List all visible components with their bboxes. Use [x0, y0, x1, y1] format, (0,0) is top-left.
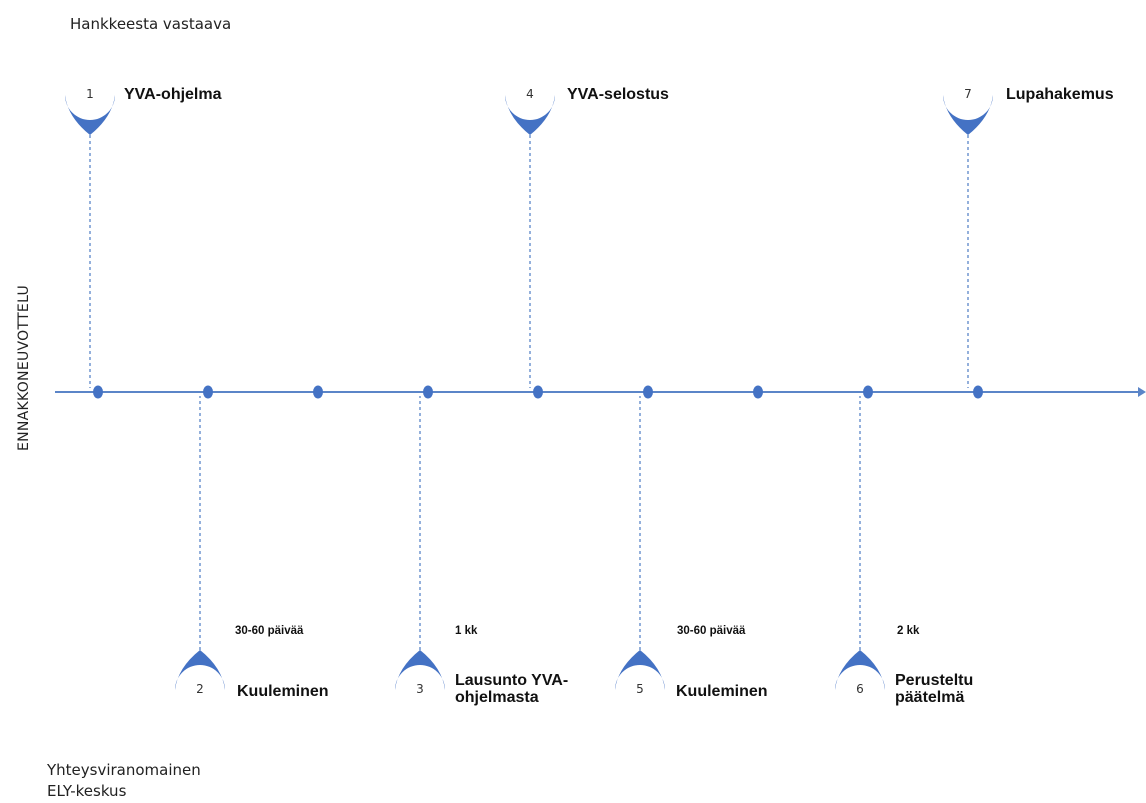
pins — [65, 77, 993, 708]
step-7-number: 7 — [964, 87, 972, 101]
duration-paatelma: 2 kk — [897, 625, 920, 637]
step-6-title: Perusteltu päätelmä — [895, 672, 973, 706]
step-3-marker-center — [402, 672, 438, 708]
step-2-marker-center — [182, 672, 218, 708]
step-6-number: 6 — [856, 682, 864, 696]
step-6-marker — [835, 650, 885, 690]
step-6-marker-center — [842, 672, 878, 708]
step-4-marker-center — [512, 77, 548, 113]
timeline-dot-2 — [203, 385, 213, 399]
timeline-dot-8 — [863, 385, 873, 399]
step-6-title-line1: Perusteltu — [895, 672, 974, 689]
timeline-dot-3 — [313, 385, 323, 399]
bottom-actor-label: Yhteysviranomainen ELY-keskus — [47, 760, 201, 802]
step-3-title-line1: Lausunto YVA- — [455, 672, 569, 689]
step-7-marker — [943, 95, 993, 135]
step-2-title: Kuuleminen — [237, 683, 329, 700]
timeline-dot-4 — [423, 385, 433, 399]
timeline-dot-9 — [973, 385, 983, 399]
timeline-dots — [93, 385, 983, 399]
step-4-title: YVA-selostus — [567, 86, 669, 103]
step-3-title: Lausunto YVA- ohjelmasta — [455, 672, 568, 706]
step-3-number: 3 — [416, 682, 424, 696]
duration-kuuleminen-2: 30-60 päivää — [677, 625, 746, 637]
timeline-dot-1 — [93, 385, 103, 399]
step-2-marker — [175, 650, 225, 690]
timeline-dot-7 — [753, 385, 763, 399]
step-6-title-line2: päätelmä — [895, 689, 965, 706]
timeline-arrow-head — [1138, 387, 1146, 397]
step-2-number: 2 — [196, 682, 204, 696]
step-1-marker-center — [72, 77, 108, 113]
duration-lausunto: 1 kk — [455, 625, 478, 637]
bottom-actor-line1: Yhteysviranomainen — [47, 761, 201, 779]
step-1-number: 1 — [86, 87, 94, 101]
step-5-number: 5 — [636, 682, 644, 696]
step-1-title: YVA-ohjelma — [124, 86, 222, 103]
step-3-title-line2: ohjelmasta — [455, 689, 539, 706]
timeline-dot-6 — [643, 385, 653, 399]
duration-kuuleminen-1: 30-60 päivää — [235, 625, 304, 637]
step-5-marker — [615, 650, 665, 690]
step-1-marker — [65, 95, 115, 135]
bottom-actor-line2: ELY-keskus — [47, 782, 127, 800]
top-actor-label: Hankkeesta vastaava — [70, 15, 232, 33]
connectors — [89, 135, 969, 650]
timeline-dot-5 — [533, 385, 543, 399]
step-4-number: 4 — [526, 87, 534, 101]
step-5-marker-center — [622, 672, 658, 708]
step-4-marker — [505, 95, 555, 135]
step-7-marker-center — [950, 77, 986, 113]
step-5-title: Kuuleminen — [676, 683, 768, 700]
step-7-title: Lupahakemus — [1006, 86, 1114, 103]
step-3-marker — [395, 650, 445, 690]
